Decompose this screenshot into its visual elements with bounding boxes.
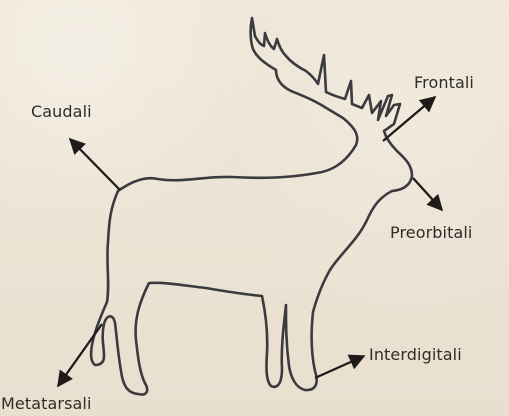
preorbitali-label: Preorbitali (390, 225, 472, 241)
arrow-caudali (70, 139, 120, 190)
deer-outline (91, 18, 412, 395)
frontali-label: Frontali (414, 75, 474, 91)
pointer-arrows (58, 97, 442, 386)
deer-body-outline (91, 18, 412, 395)
interdigitali-label: Interdigitali (369, 347, 462, 363)
metatarsali-label: Metatarsali (1, 396, 92, 412)
arrow-metatarsali (58, 324, 102, 386)
caudali-label: Caudali (31, 104, 92, 120)
arrow-preorbitali (413, 178, 442, 210)
arrow-interdigitali (315, 356, 364, 378)
